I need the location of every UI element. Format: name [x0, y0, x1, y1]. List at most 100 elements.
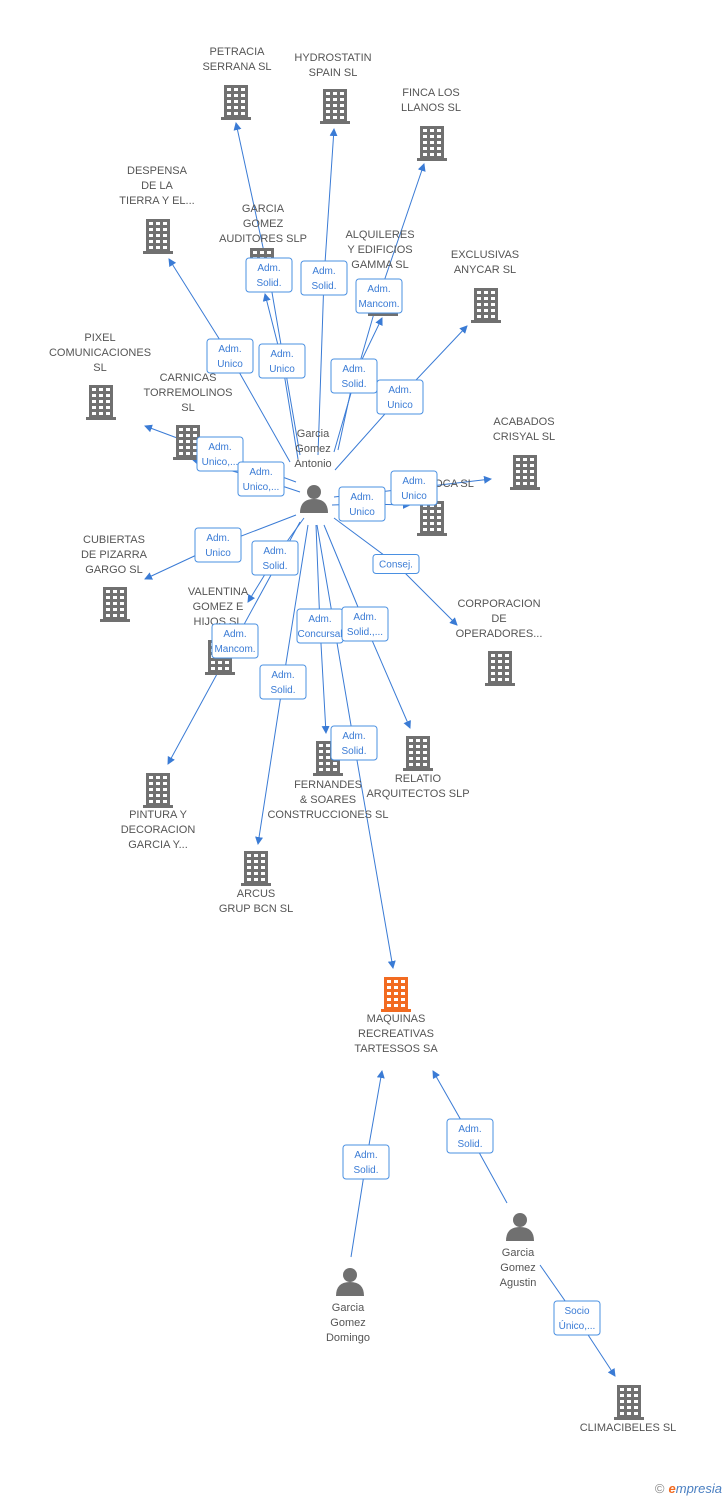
node-oca[interactable]: OCA SL [417, 478, 474, 536]
edge-label-text: Unico,... [202, 457, 239, 468]
building-icon [221, 85, 251, 120]
edge-label-antonio-to-valentina[interactable]: Adm.Solid. [251, 540, 299, 576]
edge-label-text: Adm. [249, 467, 272, 478]
edge-label-antonio-to-corporacion[interactable]: Consej. [372, 554, 420, 574]
building-icon [417, 126, 447, 161]
edge-label-text: Solid. [457, 1139, 482, 1150]
edge-label-text: Adm. [270, 349, 293, 360]
edge-label-text: Solid. [270, 685, 295, 696]
edge-label-text: Adm. [354, 1150, 377, 1161]
edge-label-antonio-to-alquileres[interactable]: Adm. Solid. [330, 358, 378, 394]
edge-label-text: Solid. [256, 278, 281, 289]
edge-label-antonio-to-pintura[interactable]: Adm.Mancom. [211, 623, 259, 659]
edge-label-antonio-to-relatio[interactable]: Adm.Solid.,... [341, 606, 389, 642]
building-icon [614, 1385, 644, 1420]
building-icon [143, 773, 173, 808]
edge-label-antonio-to-fernandes[interactable]: Adm.Concursal [296, 608, 344, 644]
edge-label-antonio-to-cubiertas[interactable]: Adm.Unico [194, 527, 242, 563]
building-icon [100, 587, 130, 622]
node-climacibeles[interactable]: CLIMACIBELES SL [580, 1385, 677, 1434]
edge-label-text: Adm. [257, 263, 280, 274]
building-icon [241, 851, 271, 886]
edge-label-text: Adm. [312, 266, 335, 277]
edge-label-antonio-to-finca[interactable]: Adm. Mancom. [355, 278, 403, 314]
edge-label-antonio-to-oca[interactable]: Adm. Unico [338, 486, 386, 522]
building-icon [320, 89, 350, 124]
edge-label-text: Solid. [341, 379, 366, 390]
edge-label-antonio-to-despensa[interactable]: Adm.Unico [206, 338, 254, 374]
building-icon [86, 385, 116, 420]
edge-label-antonio-to-hydrostatin[interactable]: Adm.Solid. [300, 260, 348, 296]
edge-label-agustin-to-climacibeles[interactable]: SocioÚnico,... [553, 1300, 601, 1336]
edge-label-text: Adm. [223, 629, 246, 640]
edge-label-antonio-to-acabados[interactable]: Adm.Unico [390, 470, 438, 506]
edge-label-text: Solid. [262, 561, 287, 572]
brand-name: mpresia [675, 1481, 722, 1496]
edge-label-text: Unico,... [243, 482, 280, 493]
edge-label-agustin-to-maquinas[interactable]: Adm. Solid. [446, 1118, 494, 1154]
edge-label-antonio-to-petracia[interactable]: Adm. Solid. [245, 257, 293, 293]
building-icon [485, 651, 515, 686]
building-icon [510, 455, 540, 490]
edge-label-text: Adm. [388, 385, 411, 396]
edge-label-antonio-to-carnicas[interactable]: Adm. Unico,... [237, 461, 285, 497]
edge-label-text: Adm. [350, 492, 373, 503]
person-icon [336, 1268, 364, 1296]
building-icon [143, 219, 173, 254]
building-icon [471, 288, 501, 323]
building-icon [173, 425, 203, 460]
edge-label-text: Adm. [208, 442, 231, 453]
edge-label-text: Unico [205, 548, 231, 559]
node-label-climacibeles: CLIMACIBELES SL [580, 1422, 677, 1434]
edge-label-antonio-to-garciagomezaud[interactable]: Adm.Unico [258, 343, 306, 379]
building-icon [417, 501, 447, 536]
footer-brand[interactable]: ©empresia [655, 1481, 722, 1496]
edge-label-domingo-to-maquinas[interactable]: Adm.Solid. [342, 1144, 390, 1180]
edge-label-text: Unico [349, 507, 375, 518]
edge-label-text: Solid. [341, 746, 366, 757]
edge-label-text: Adm. [342, 364, 365, 375]
edge-label-text: Solid.,... [347, 627, 383, 638]
edge-label-antonio-to-pixel[interactable]: Adm. Unico,... [196, 436, 244, 472]
edge-label-text: Adm. [367, 284, 390, 295]
person-icon [506, 1213, 534, 1241]
edge-label-text: Adm. [218, 344, 241, 355]
edge-label-antonio-to-arcus[interactable]: Adm.Solid. [259, 664, 307, 700]
edge-label-antonio-to-maquinas[interactable]: Adm.Solid. [330, 725, 378, 761]
edge-label-text: Mancom. [358, 299, 399, 310]
edge-label-text: Adm. [458, 1124, 481, 1135]
edge-label-text: Concursal [297, 629, 342, 640]
edge-label-antonio-to-exclusivas[interactable]: Adm.Unico [376, 379, 424, 415]
